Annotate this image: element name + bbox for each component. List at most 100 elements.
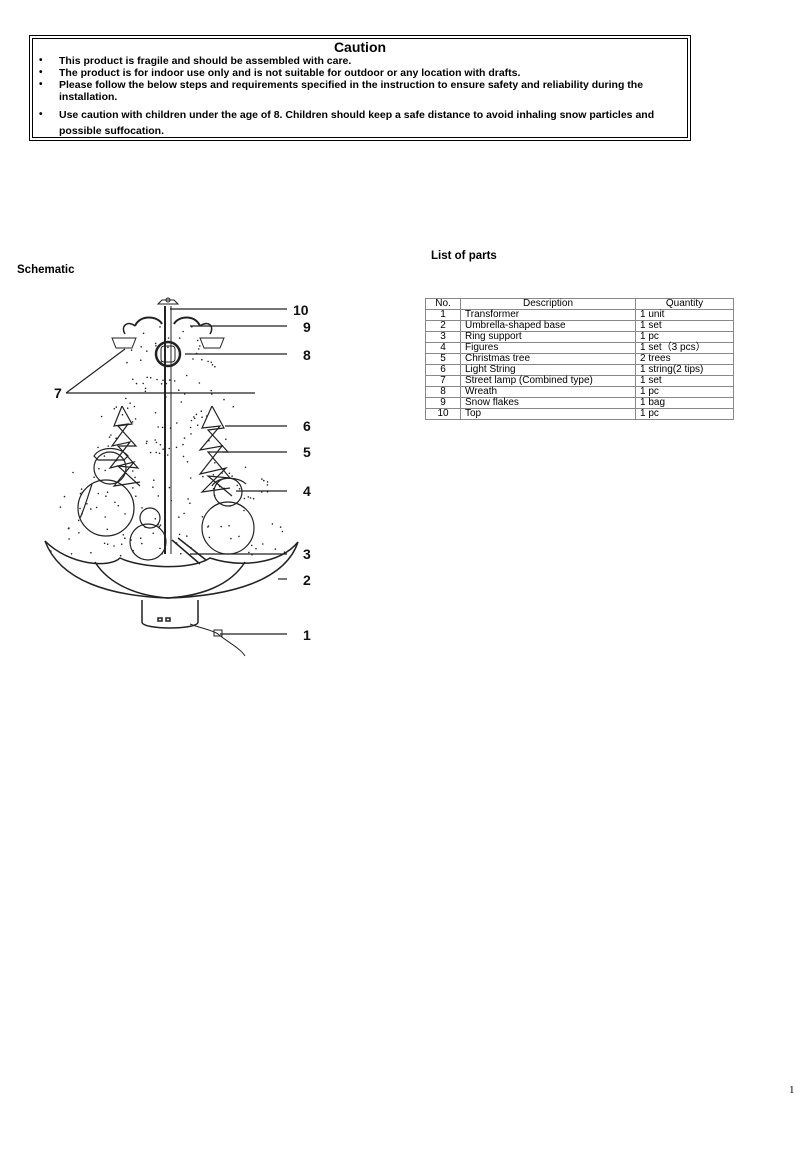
snow-dot [200, 410, 203, 412]
lamp-head-illustration [111, 297, 225, 554]
snow-dot [79, 492, 82, 495]
snow-dot [178, 337, 181, 339]
snow-dot [182, 330, 184, 333]
caution-list: This product is fragile and should be as… [33, 55, 687, 139]
snow-dot [133, 405, 136, 408]
snow-dot [146, 350, 148, 352]
snow-dot [183, 437, 186, 439]
snow-dot [182, 455, 185, 458]
umbrella-base-illustration [44, 537, 299, 629]
snow-dot [124, 513, 126, 515]
callout-leader-lines [65, 308, 287, 635]
snow-dot [201, 516, 204, 518]
part-description: Umbrella-shaped base [460, 320, 636, 332]
part-description: Ring support [460, 331, 636, 343]
snow-dot [142, 382, 144, 385]
snow-dot [126, 407, 129, 409]
callout-numbers: 10 9 8 7 6 5 4 3 2 1 [54, 302, 311, 643]
snow-dot [198, 382, 201, 384]
snow-dot [166, 454, 169, 456]
snow-dot [90, 551, 92, 554]
part-description: Light String [460, 364, 636, 376]
part-number: 6 [425, 364, 461, 376]
snow-dot [104, 516, 106, 518]
snow-dot [100, 415, 103, 418]
snow-dot [162, 448, 164, 450]
snow-dot [156, 378, 158, 381]
snow-dot [98, 467, 100, 470]
snow-dot [168, 486, 171, 489]
snow-dot [196, 424, 199, 426]
caution-item: Please follow the below steps and requir… [39, 79, 679, 103]
part-description: Transformer [460, 309, 636, 321]
snow-dot [108, 436, 111, 438]
snow-dot [247, 496, 250, 498]
snow-dot [201, 416, 203, 418]
snow-dot [223, 398, 225, 401]
part-number: 9 [425, 397, 461, 409]
snow-dot [115, 406, 118, 408]
snow-dot [225, 438, 227, 440]
snow-dot [144, 390, 147, 393]
snow-dot [68, 538, 70, 540]
snow-dot [134, 476, 136, 479]
callout-7: 7 [54, 385, 62, 401]
snow-dot [132, 378, 134, 381]
snow-dot [95, 506, 98, 509]
snow-dot [113, 545, 115, 547]
snow-dot [244, 466, 247, 469]
snow-dot [197, 348, 200, 350]
snow-dot [255, 547, 257, 550]
part-number: 10 [425, 408, 461, 420]
snow-dot [114, 501, 116, 504]
snow-dot [77, 519, 80, 522]
snow-dot [243, 509, 245, 512]
snow-dot [97, 446, 99, 449]
snow-dot [78, 532, 80, 534]
snow-dot [228, 525, 230, 527]
snow-dot [113, 407, 116, 410]
snow-dot [279, 526, 282, 528]
snow-dot [155, 345, 157, 347]
snow-dot [162, 379, 164, 382]
snow-dot [252, 497, 255, 500]
snow-dot [211, 393, 213, 395]
snow-dot [120, 543, 123, 545]
snow-dot [105, 495, 107, 497]
snow-dot [186, 535, 188, 537]
part-quantity: 1 set [635, 375, 734, 387]
snow-dot [230, 537, 232, 540]
parts-list-title: List of parts [431, 250, 497, 262]
column-header-description: Description [460, 298, 636, 310]
snow-dot [173, 380, 176, 382]
part-description: Top [460, 408, 636, 420]
snow-dot [144, 387, 147, 390]
snow-dot [238, 488, 241, 490]
part-quantity: 1 pc [635, 408, 734, 420]
snow-dot [266, 484, 269, 486]
callout-2: 2 [303, 572, 311, 588]
callout-8: 8 [303, 347, 311, 363]
snow-dot [154, 412, 157, 414]
snow-dot [180, 401, 183, 403]
snow-dot [167, 346, 169, 349]
snow-dot [93, 476, 95, 478]
snow-dot [167, 337, 170, 339]
part-quantity: 1 pc [635, 331, 734, 343]
callout-9: 9 [303, 319, 311, 335]
snow-dot [201, 358, 203, 361]
part-description: Snow flakes [460, 397, 636, 409]
snow-dot [187, 498, 189, 500]
snow-dot [155, 451, 158, 454]
snow-dot [192, 358, 194, 360]
snow-dot [159, 547, 161, 550]
snow-dot [145, 442, 148, 445]
snow-dot [154, 439, 156, 441]
